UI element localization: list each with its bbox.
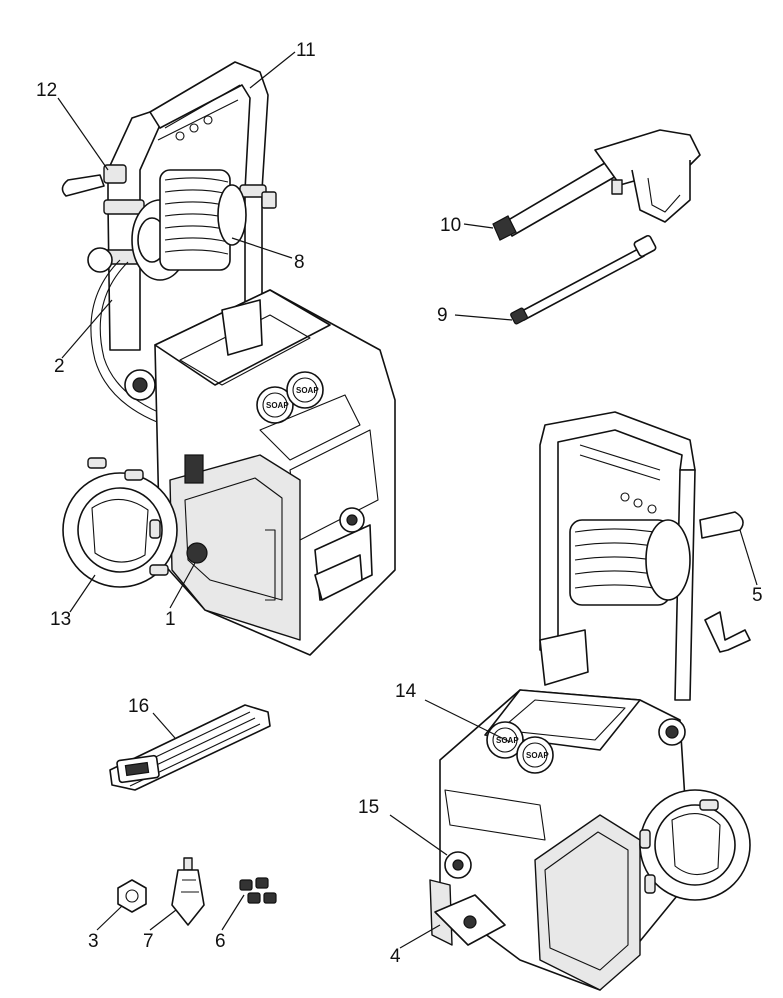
callout-10: 10 [440,215,461,236]
soap-cap-d: SOAP [516,736,554,774]
callout-8: 8 [294,252,305,273]
pressure-washer-front: SOAP SOAP [61,61,396,656]
pressure-washer-rear: SOAP SOAP [429,411,751,991]
power-cord-bundle [109,704,271,791]
soap-label: SOAP [266,401,289,410]
nozzle-tips [239,877,277,904]
soap-cap-a: SOAP [256,386,294,424]
soap-label: SOAP [526,751,549,760]
callout-5: 5 [752,585,763,606]
leader-lines [57,51,758,949]
callout-9: 9 [437,305,448,326]
spray-gun [492,129,701,241]
nut-part [117,879,147,913]
callout-7: 7 [143,931,154,952]
callout-11: 11 [296,40,316,61]
turbo-nozzle [171,857,205,926]
callout-15: 15 [358,797,379,818]
callout-1: 1 [165,609,176,630]
callout-14: 14 [395,681,417,702]
callout-13: 13 [50,609,71,630]
callout-16: 16 [128,696,149,717]
soap-cap-b: SOAP [286,371,324,409]
callout-2: 2 [54,356,65,377]
soap-label: SOAP [296,386,319,395]
callout-4: 4 [390,946,401,967]
callout-numbers: 11 12 8 2 10 9 5 13 1 16 14 15 4 3 7 6 [36,40,763,967]
extension-wand [510,234,657,325]
callout-12: 12 [36,80,57,101]
callout-6: 6 [215,931,226,952]
callout-3: 3 [88,931,99,952]
